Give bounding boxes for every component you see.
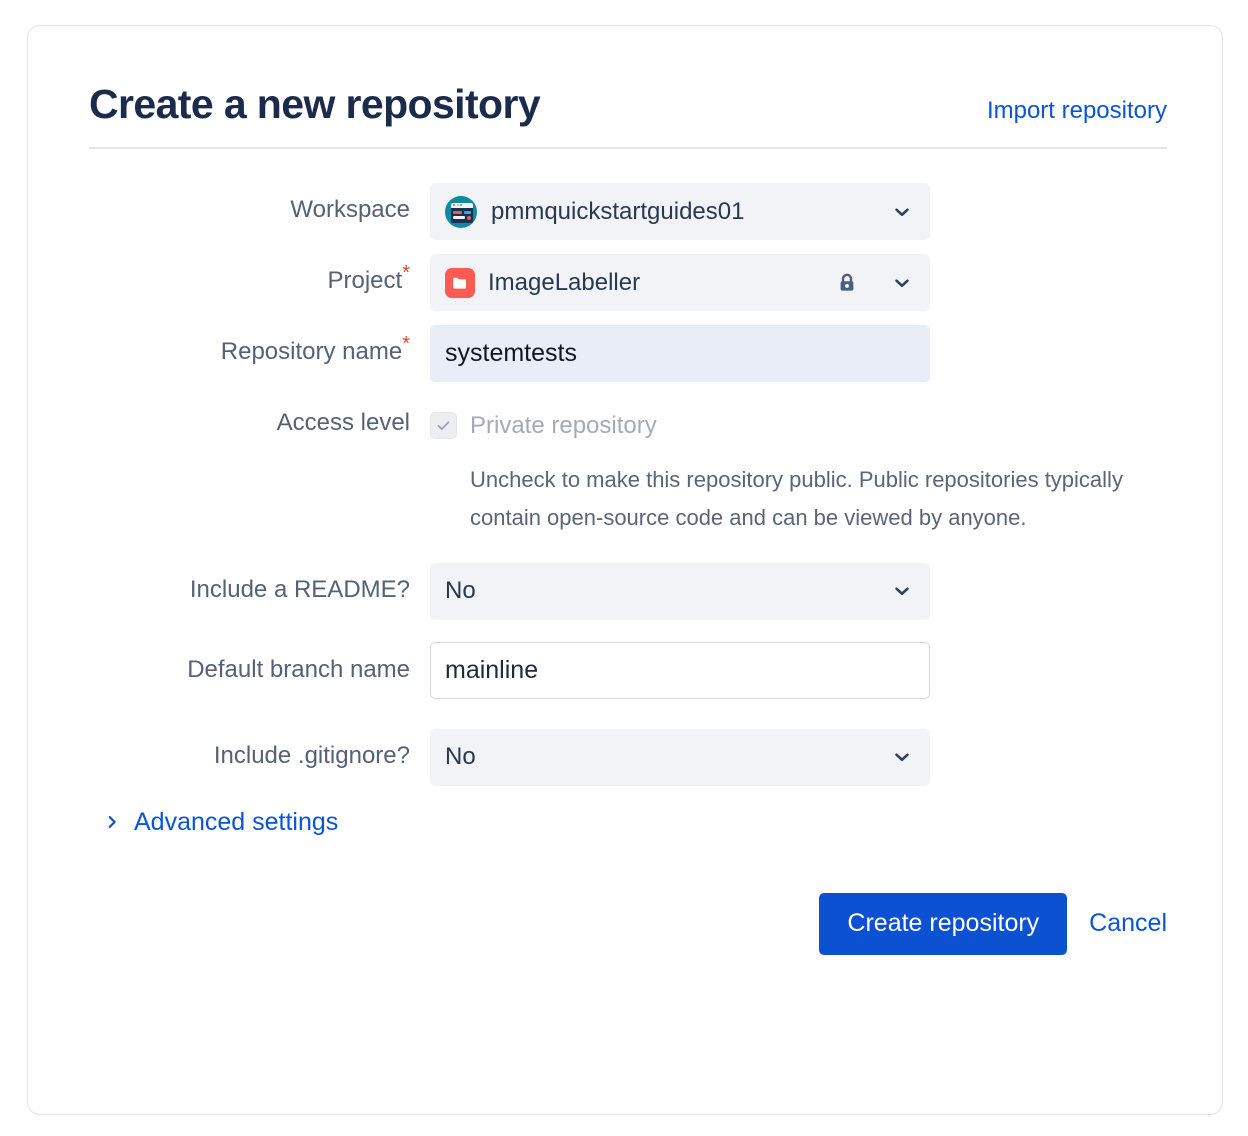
project-label: Project* [89, 254, 430, 297]
project-select[interactable]: ImageLabeller [430, 254, 930, 311]
repository-name-label: Repository name* [89, 325, 430, 368]
repository-name-row: Repository name* [89, 325, 1191, 382]
cancel-button[interactable]: Cancel [1089, 909, 1167, 938]
create-repository-form: Workspace pmmquickstar [89, 183, 1191, 955]
create-repository-button[interactable]: Create repository [819, 892, 1068, 955]
page-title: Create a new repository [89, 81, 541, 127]
access-level-field: Private repository Uncheck to make this … [430, 396, 1191, 537]
check-icon [437, 421, 450, 430]
include-gitignore-row: Include .gitignore? No [89, 728, 1191, 786]
default-branch-name-input[interactable] [430, 641, 930, 699]
project-field: ImageLabeller [430, 254, 1191, 311]
workspace-avatar-icon [445, 195, 477, 228]
card-header: Create a new repository Import repositor… [89, 84, 1167, 149]
include-gitignore-field: No [430, 728, 1191, 786]
repository-name-label-text: Repository name [220, 338, 403, 365]
project-label-text: Project [327, 267, 403, 294]
repository-name-field [430, 325, 1191, 382]
project-row: Project* ImageLabeller [89, 254, 1191, 311]
lock-icon [833, 269, 861, 297]
access-level-help-text: Uncheck to make this repository public. … [470, 467, 1123, 530]
create-repository-card: Create a new repository Import repositor… [27, 25, 1223, 1115]
include-readme-value: No [445, 577, 476, 605]
workspace-field: pmmquickstartguides01 [430, 183, 1191, 240]
private-repository-checkbox[interactable] [430, 412, 457, 439]
workspace-select[interactable]: pmmquickstartguides01 [430, 183, 930, 240]
project-value: ImageLabeller [488, 268, 641, 296]
chevron-down-icon [889, 199, 915, 225]
workspace-row: Workspace pmmquickstar [89, 183, 1191, 240]
include-readme-label: Include a README? [189, 575, 410, 603]
include-gitignore-select[interactable]: No [430, 728, 930, 786]
workspace-label: Workspace [290, 196, 410, 223]
advanced-settings-toggle[interactable]: Advanced settings [101, 808, 338, 837]
access-level-row: Access level Private repository Uncheck … [89, 396, 1191, 537]
workspace-value: pmmquickstartguides01 [491, 197, 745, 225]
form-actions: Create repository Cancel [89, 892, 1167, 955]
access-level-label: Access level [276, 409, 410, 436]
private-repository-label: Private repository [470, 411, 657, 439]
repository-name-input[interactable] [430, 325, 930, 382]
chevron-right-icon [101, 811, 123, 833]
import-repository-link[interactable]: Import repository [986, 97, 1167, 124]
private-repository-checkbox-group[interactable]: Private repository [430, 396, 1191, 453]
include-readme-row: Include a README? No [89, 562, 1191, 620]
default-branch-name-field [430, 641, 1191, 699]
chevron-down-icon [889, 270, 915, 296]
include-readme-select[interactable]: No [430, 562, 930, 620]
repository-name-required-marker: * [402, 333, 410, 355]
include-readme-field: No [430, 562, 1191, 620]
folder-icon [445, 267, 475, 298]
chevron-down-icon [889, 744, 915, 770]
advanced-settings-label: Advanced settings [134, 807, 339, 836]
include-gitignore-value: No [445, 743, 476, 771]
card-content: Create a new repository Import repositor… [89, 84, 1191, 955]
project-required-marker: * [402, 262, 410, 284]
default-branch-name-label: Default branch name [187, 655, 410, 683]
chevron-down-icon [889, 578, 915, 604]
default-branch-name-row: Default branch name [89, 641, 1191, 699]
include-gitignore-label: Include .gitignore? [213, 741, 410, 769]
